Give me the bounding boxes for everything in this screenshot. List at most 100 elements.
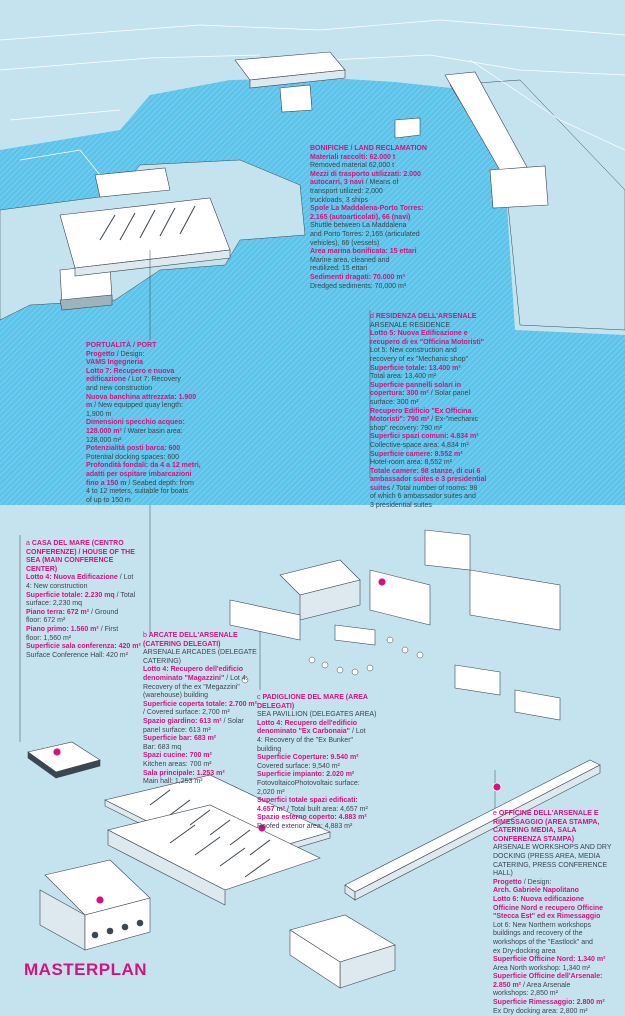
spec-line: Lotto 4: Nuova Edificazione / Lot bbox=[26, 574, 141, 583]
spec-line: Potenzialità posti barca: 600 bbox=[86, 445, 216, 454]
spec-line-text: and Porto Torres: 2,165 (articulated bbox=[310, 230, 420, 238]
spec-line: 2.165 (autoarticolati), 66 (navi) bbox=[310, 214, 440, 223]
spec-line-text: / First bbox=[98, 625, 119, 633]
spec-line-bold: Recupero Edificio "Ex Officina bbox=[370, 407, 472, 415]
spec-line-bold: Spazio giardino: 613 m² bbox=[143, 717, 222, 725]
spec-line: VAMS Ingegneria bbox=[86, 359, 216, 368]
spec-line-bold: Sedimenti dragati: 70.000 m³ bbox=[310, 273, 405, 281]
spec-line: Progetto / Design: bbox=[86, 351, 216, 360]
residenza-block: d RESIDENZA DELL'ARSENALE ARSENALE RESID… bbox=[370, 313, 505, 511]
spec-line: 4: New construction bbox=[26, 583, 141, 592]
spec-line-bold: Progetto bbox=[86, 350, 115, 358]
spec-line-bold: Spazi cucine: 700 m² bbox=[143, 752, 212, 760]
spec-line-text: Bar: 683 mq bbox=[143, 743, 182, 751]
spec-line-bold: Spole La Maddalena-Porto Torres: bbox=[310, 205, 424, 213]
spec-line-text: surface: 300 m² bbox=[370, 398, 419, 406]
spec-line-bold: Superficie totale: 2.230 mq bbox=[26, 591, 115, 599]
spec-line: / Covered surface: 2,700 m² bbox=[143, 709, 258, 718]
spec-line-text: (warehouse) building bbox=[143, 692, 208, 700]
spec-line-text: Collective-space area: 4,834 m² bbox=[370, 441, 469, 449]
spec-line-bold: m bbox=[86, 402, 93, 410]
spec-line-text: and new construction bbox=[86, 384, 153, 392]
spec-line: Motoristi": 790 m² / Ex-"mechanic bbox=[370, 416, 505, 425]
house-of-the-sea bbox=[27, 741, 101, 779]
spec-line: Superficie camere: 8.552 m² bbox=[370, 451, 505, 460]
spec-line-bold: Motoristi": 790 m² bbox=[370, 416, 430, 424]
padiglione-letter: c bbox=[257, 694, 261, 701]
spec-line: Total area: 13,400 m² bbox=[370, 373, 505, 382]
spec-line: Lotto 4: Recupero dell'edificio bbox=[257, 720, 377, 729]
spec-line-bold: Officine Nord e recupero Officine bbox=[493, 904, 604, 912]
spec-line-text: of which 6 ambassador suites and bbox=[370, 493, 476, 501]
residenza-sub: ARSENALE RESIDENCE bbox=[370, 321, 451, 329]
spec-line-text: / Ground bbox=[89, 608, 119, 616]
spec-line-bold: Lotto 7: Recupero e nuova bbox=[86, 367, 175, 375]
officine-sub: ARSENALE WORKSHOPS AND DRY DOCKING (PRES… bbox=[493, 844, 612, 878]
spec-line: adatti per ospitare imbarcazioni bbox=[86, 471, 216, 480]
spec-line-text: Lot 6: New Northern workshops bbox=[493, 921, 592, 929]
spec-line-text: Marine area, cleaned and bbox=[310, 256, 390, 264]
spec-line: shop" recovery: 790 m² bbox=[370, 425, 505, 434]
spec-line: 4.657 m² / Total built area: 4,657 m² bbox=[257, 806, 377, 815]
officine-heading: OFFICINE DELL'ARSENALE E RIMESSAGGIO (AR… bbox=[493, 810, 600, 843]
spec-line: Spole La Maddalena-Porto Torres: bbox=[310, 205, 440, 214]
spec-line-bold: Materiali raccolti: 62.000 t bbox=[310, 153, 396, 161]
spec-line: panel surface: 613 m² bbox=[143, 727, 258, 736]
trees bbox=[241, 636, 424, 684]
pavilion-roof-upper bbox=[59, 197, 231, 277]
spec-line: 128.000 m² / Water basin area: bbox=[86, 428, 216, 437]
spec-line-text: / Seabed depth: from bbox=[126, 479, 194, 487]
spec-line: edificazione / Lot 7: Recovery bbox=[86, 376, 216, 385]
spec-line: and Porto Torres: 2,165 (articulated bbox=[310, 231, 440, 240]
page-title: MASTERPLAN bbox=[24, 960, 148, 979]
spec-line: Lotto 6: Nuova edificazione bbox=[493, 896, 621, 905]
casa-block: a CASA DEL MARE (CENTRO CONFERENZE) / HO… bbox=[26, 540, 141, 660]
spec-line-bold: Piano primo: 1.560 m² bbox=[26, 625, 99, 633]
spec-line: Hotel-room area: 8,552 m² bbox=[370, 459, 505, 468]
spec-line-text: buildings and recovery of the bbox=[493, 930, 583, 938]
spec-line: truckloads, 3 ships bbox=[310, 197, 440, 206]
spec-line-bold: Nuova banchina attrezzata: 1.900 bbox=[86, 393, 197, 401]
spec-line: workshops: 2,850 m² bbox=[493, 990, 621, 999]
spec-line-bold: Superficie impianto: 2.020 m² bbox=[257, 771, 355, 779]
marker-e bbox=[492, 782, 502, 792]
spec-line-text: 128,000 m² bbox=[86, 436, 122, 444]
spec-line-bold: Superficie Coperture: 9.540 m² bbox=[257, 754, 359, 762]
spec-line: reutilized: 15 ettari bbox=[310, 265, 440, 274]
spec-line-text: Covered surface: 9,540 m² bbox=[257, 762, 340, 770]
spec-line: recupero di ex "Officina Motoristi" bbox=[370, 339, 505, 348]
spec-line-text: 4: New construction bbox=[26, 582, 88, 590]
spec-line: Superficie totale: 13.400 m² bbox=[370, 365, 505, 374]
spec-line: surface: 2,230 mq bbox=[26, 600, 141, 609]
spec-line: Roofed exterior area: 4,883 m² bbox=[257, 823, 377, 832]
arcate-heading: ARCATE DELL'ARSENALE (CATERING DELEGATI) bbox=[143, 632, 238, 648]
spec-line-text: / Ex-"mechanic bbox=[429, 416, 479, 424]
spec-line-bold: Profondità fondali: da 4 a 12 metri, bbox=[86, 462, 201, 470]
marker-b bbox=[95, 895, 105, 905]
spec-line: Marine area, cleaned and bbox=[310, 257, 440, 266]
spec-line: Area North workshop: 1,340 m² bbox=[493, 965, 621, 974]
spec-line: and new construction bbox=[86, 385, 216, 394]
spec-line-text: / Area Arsenale bbox=[521, 981, 571, 989]
spec-line: Materiali raccolti: 62.000 t bbox=[310, 154, 440, 163]
spec-line: of which 6 ambassador suites and bbox=[370, 493, 505, 502]
spec-line: Totale camere: 98 stanze, di cui 6 bbox=[370, 468, 505, 477]
spec-line: Sedimenti dragati: 70.000 m³ bbox=[310, 274, 440, 283]
spec-line: Sala principale: 1.253 m² bbox=[143, 770, 258, 779]
spec-line: 1,900 m bbox=[86, 411, 216, 420]
spec-line: Officine Nord e recupero Officine bbox=[493, 905, 621, 914]
spec-line-bold: Superficie Officine dell'Arsenale: bbox=[493, 973, 603, 981]
spec-line-text: / Total number of rooms: 98 bbox=[390, 484, 478, 492]
spec-line-text: surface: 2,230 mq bbox=[26, 600, 83, 608]
spec-line: of up to 150 m bbox=[86, 497, 216, 506]
arsenale-arcades bbox=[39, 859, 151, 951]
spec-line: Nuova banchina attrezzata: 1.900 bbox=[86, 394, 216, 403]
spec-line-text: Area North workshop: 1,340 m² bbox=[493, 964, 591, 972]
spec-line: surface: 300 m² bbox=[370, 399, 505, 408]
spec-line-text: Dredged sediments: 70,000 m³ bbox=[310, 282, 407, 290]
spec-line: Bar: 683 mq bbox=[143, 744, 258, 753]
spec-line: (warehouse) building bbox=[143, 692, 258, 701]
spec-line-text: Total area: 13,400 m² bbox=[370, 373, 437, 381]
